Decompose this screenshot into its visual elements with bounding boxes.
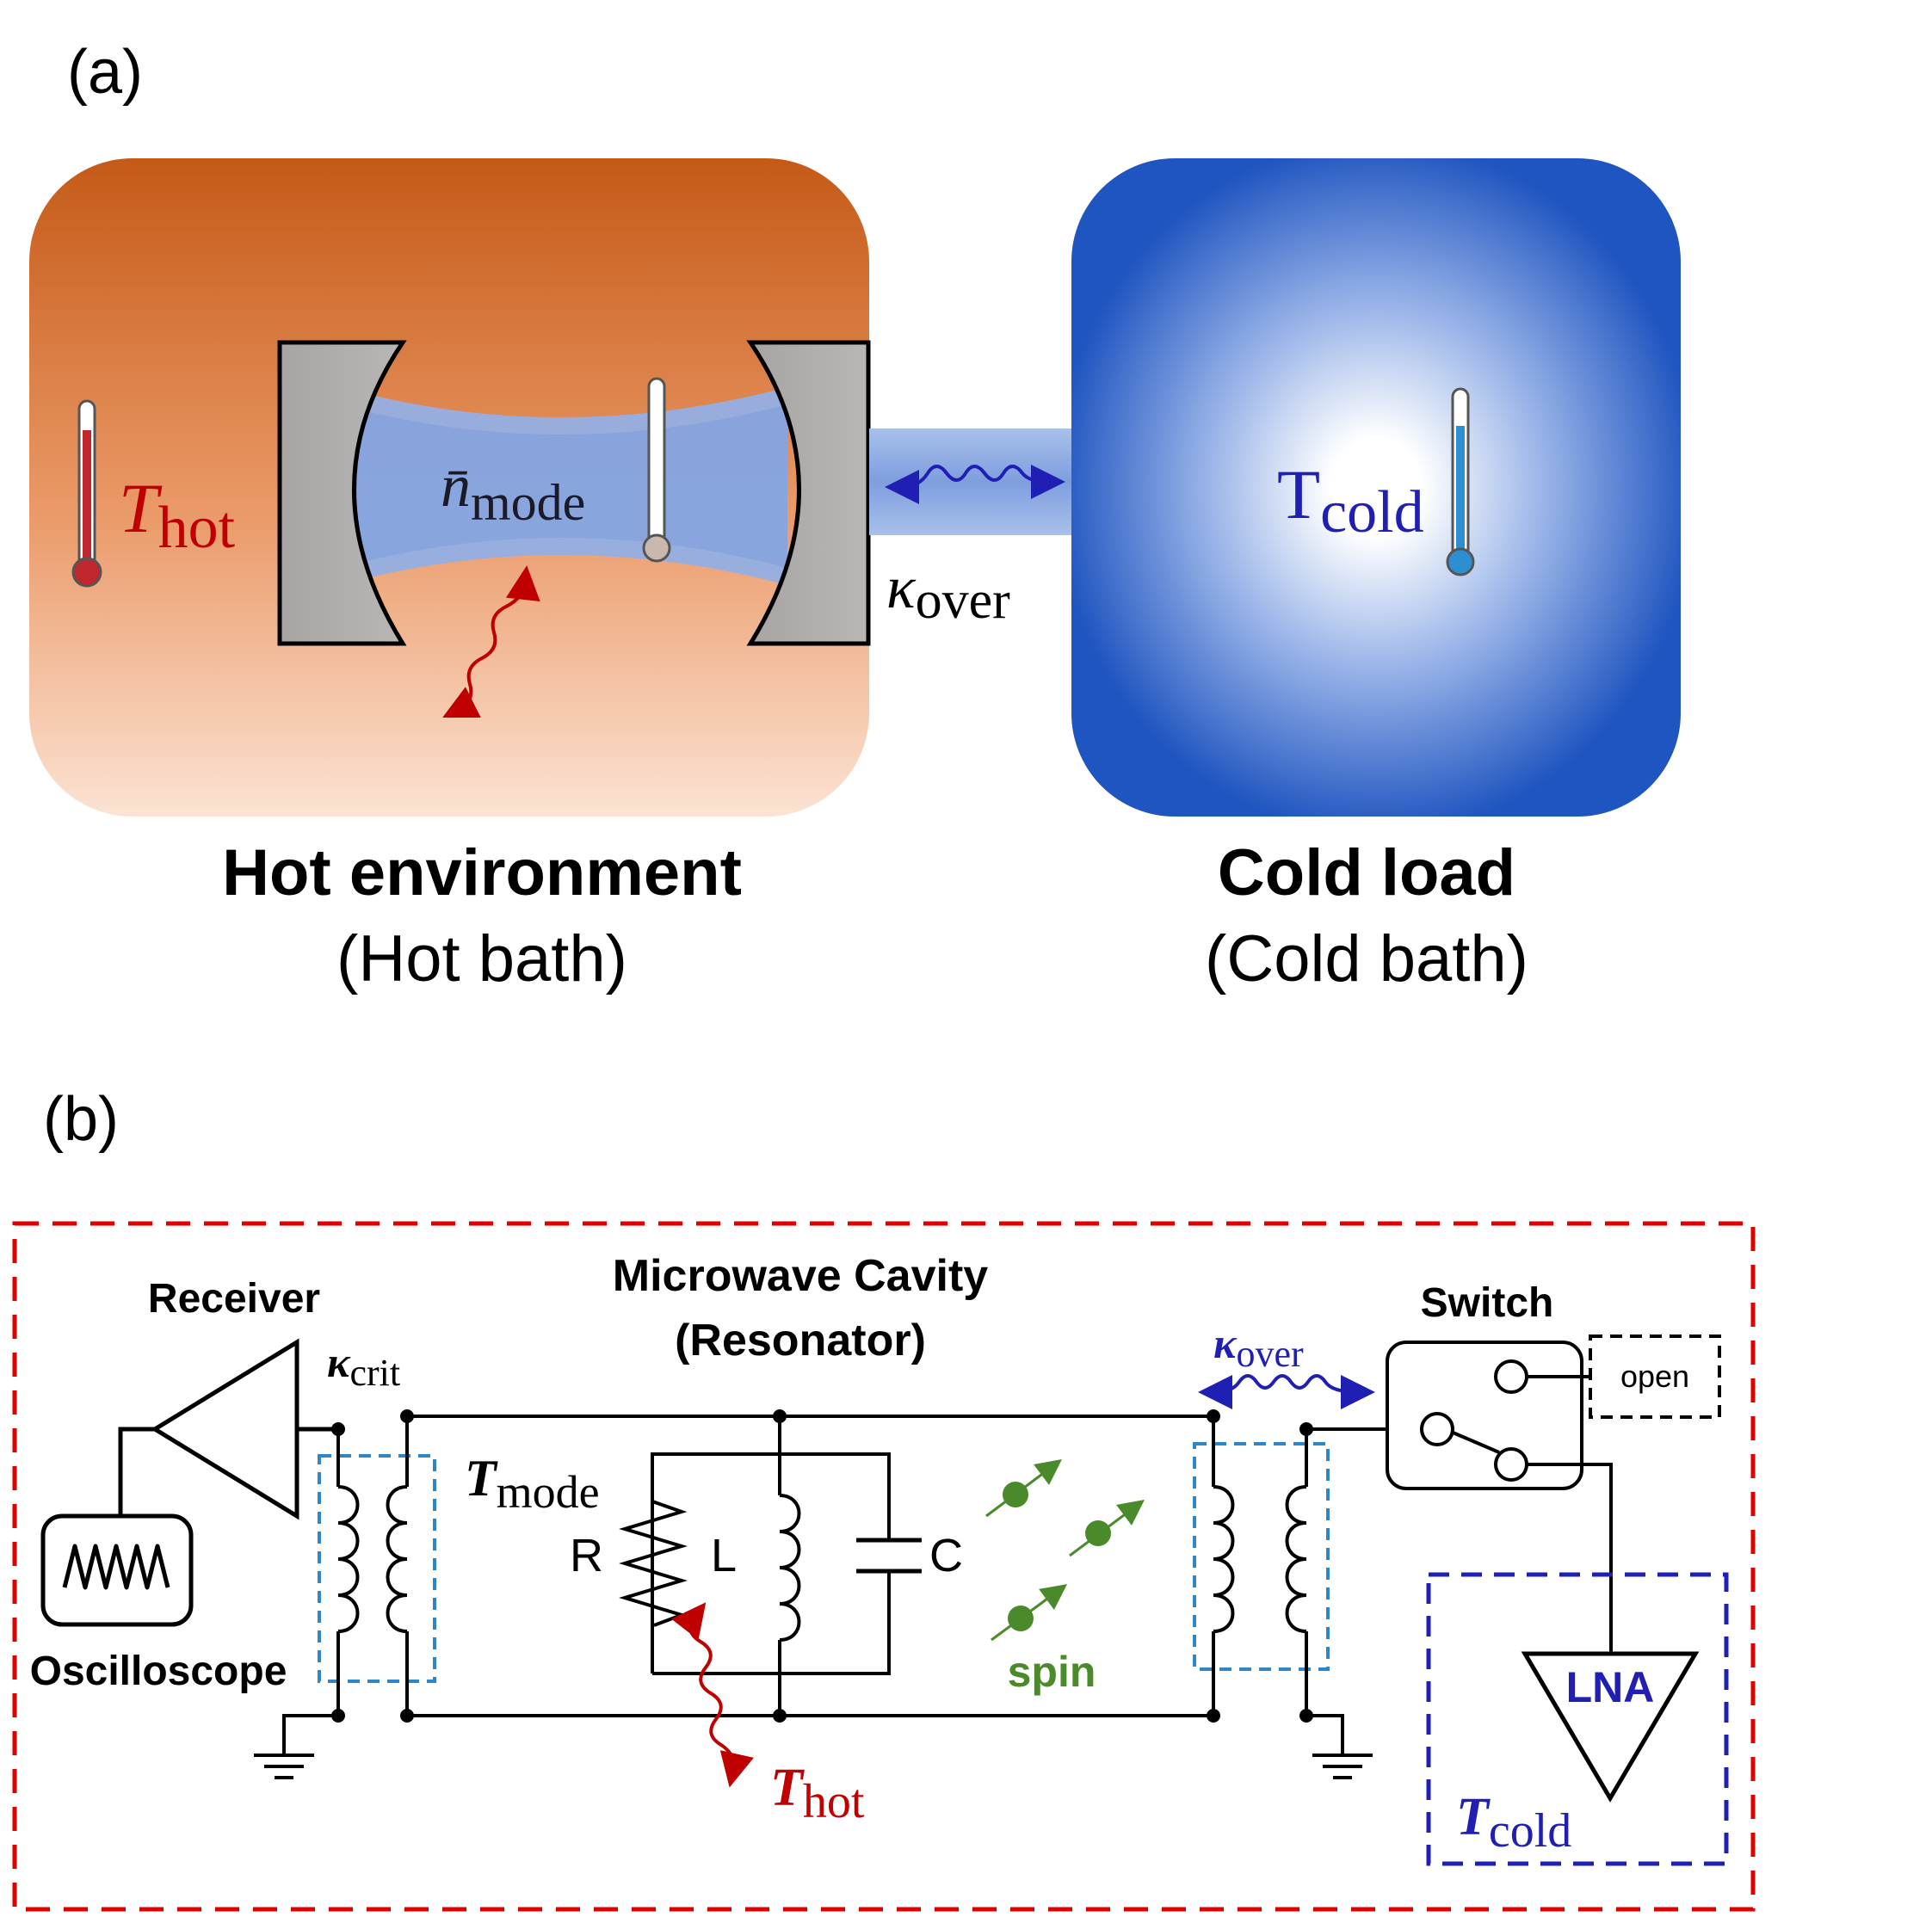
kappa-over-label: κover bbox=[886, 555, 1010, 630]
hot-temperature-label-b: Thot bbox=[770, 1759, 865, 1828]
hot-temperature-label: Thot bbox=[119, 469, 236, 561]
spin-arrow-icon bbox=[1069, 1500, 1145, 1557]
panel-a-label: (a) bbox=[67, 38, 143, 107]
input-coupler-box bbox=[318, 1454, 436, 1683]
ground-icon bbox=[1312, 1754, 1373, 1779]
cavity-title: Microwave Cavity bbox=[613, 1251, 988, 1301]
cold-load-subtitle: (Cold bath) bbox=[1205, 922, 1528, 995]
panel-b-label: (b) bbox=[43, 1085, 119, 1154]
lna-label: LNA bbox=[1566, 1663, 1655, 1711]
inductor-coil bbox=[337, 1485, 360, 1633]
inductor-coil bbox=[1213, 1485, 1235, 1633]
sine-wave-icon bbox=[62, 1544, 170, 1590]
resistor-label: R bbox=[570, 1530, 603, 1581]
inductor-coil bbox=[386, 1485, 408, 1633]
ground-icon bbox=[254, 1754, 314, 1779]
spin-arrow-icon bbox=[991, 1584, 1068, 1642]
lna-amplifier bbox=[1521, 1651, 1700, 1803]
thermometer-icon bbox=[1446, 387, 1475, 576]
spin-label: spin bbox=[1008, 1648, 1096, 1696]
hot-environment-subtitle: (Hot bath) bbox=[336, 922, 627, 995]
wavy-arrow-icon bbox=[885, 464, 1065, 504]
open-terminal-box bbox=[1589, 1335, 1721, 1419]
open-label: open bbox=[1620, 1359, 1689, 1394]
left-mirror bbox=[277, 340, 407, 646]
wavy-arrow-icon bbox=[442, 565, 540, 718]
oscilloscope bbox=[40, 1513, 194, 1627]
resistor bbox=[619, 1500, 688, 1627]
inductor-coil bbox=[779, 1494, 801, 1642]
thermometer-icon bbox=[642, 377, 671, 563]
cavity-subtitle: (Resonator) bbox=[675, 1316, 926, 1365]
cold-load-box bbox=[1071, 158, 1681, 817]
right-mirror bbox=[746, 340, 871, 646]
spin-arrow-icon bbox=[985, 1459, 1062, 1518]
output-coupler-box bbox=[1193, 1442, 1330, 1671]
wavy-arrow-icon bbox=[1198, 1374, 1375, 1409]
receiver-amplifier bbox=[151, 1338, 299, 1520]
receiver-label: Receiver bbox=[148, 1276, 320, 1322]
cold-region-box bbox=[1426, 1572, 1729, 1866]
capacitor bbox=[856, 1538, 922, 1574]
kappa-crit-label: κcrit bbox=[327, 1338, 400, 1394]
thermometer-icon bbox=[71, 399, 102, 588]
oscilloscope-label: Oscilloscope bbox=[30, 1649, 287, 1694]
switch bbox=[1386, 1341, 1583, 1490]
mode-temperature-label: Tmode bbox=[465, 1450, 600, 1518]
capacitor-label: C bbox=[929, 1530, 963, 1581]
inductor-coil bbox=[1285, 1485, 1307, 1633]
cold-load-title: Cold load bbox=[1218, 836, 1515, 909]
cold-temperature-label-b: Tcold bbox=[1456, 1788, 1571, 1858]
hot-environment-title: Hot environment bbox=[222, 836, 742, 909]
wavy-arrow-icon bbox=[670, 1602, 754, 1788]
inductor-label: L bbox=[711, 1530, 737, 1581]
switch-label: Switch bbox=[1421, 1280, 1554, 1326]
mode-occupation-label: n̄mode bbox=[441, 453, 585, 531]
kappa-over-label-b: κover bbox=[1213, 1319, 1304, 1375]
cold-temperature-label: Tcold bbox=[1277, 455, 1424, 546]
